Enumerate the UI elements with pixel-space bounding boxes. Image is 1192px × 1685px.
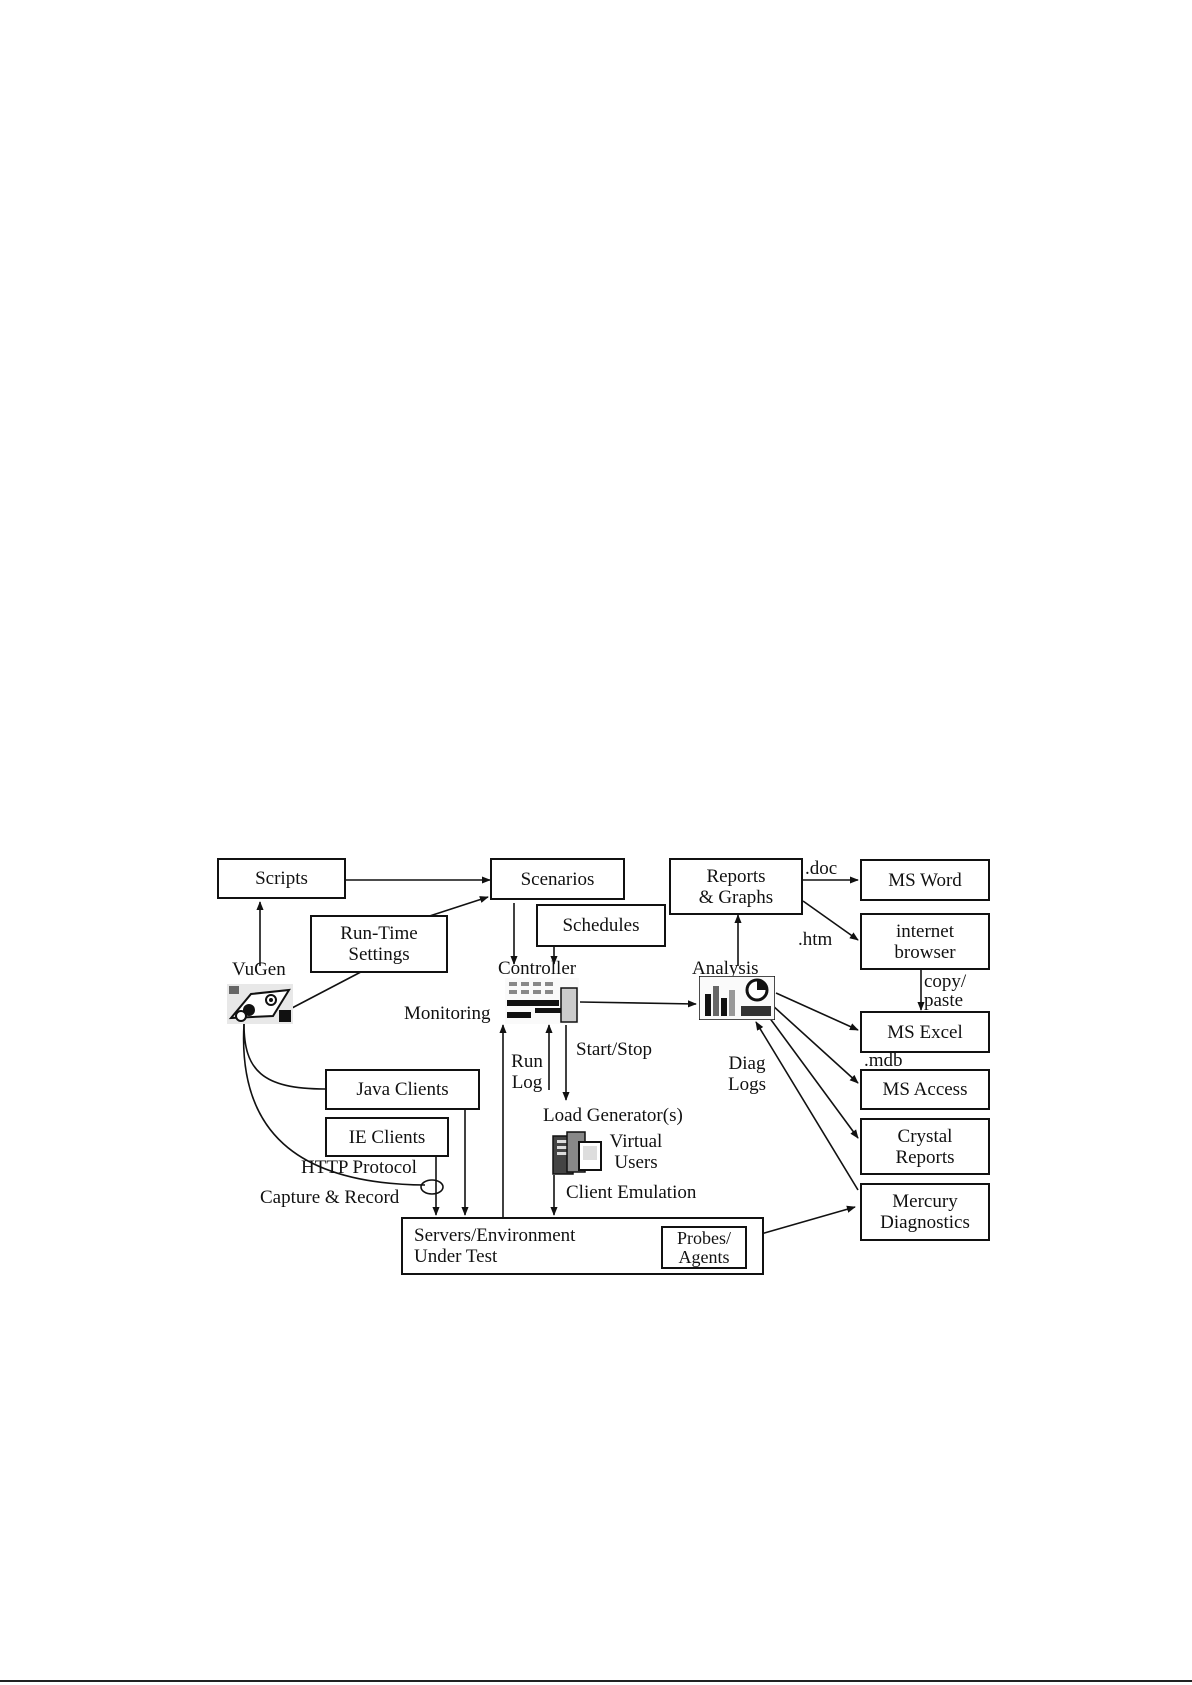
run-time-settings-box: Run-Time Settings bbox=[310, 915, 448, 973]
virtual-users-line2: Users bbox=[614, 1152, 658, 1173]
copy-paste-label: copy/ paste bbox=[924, 972, 966, 1010]
arrow-analysis-to-access bbox=[771, 1004, 859, 1084]
line-vugen-capture bbox=[242, 1023, 426, 1186]
schedules-box: Schedules bbox=[536, 904, 666, 947]
client-emulation-label: Client Emulation bbox=[566, 1182, 697, 1203]
server-icon bbox=[552, 1131, 602, 1175]
doc-label: .doc bbox=[805, 858, 838, 879]
arrow-analysis-to-crystal bbox=[765, 1012, 859, 1139]
copy-paste-line1: copy/ bbox=[924, 971, 967, 992]
diag-logs-line2: Logs bbox=[728, 1074, 766, 1095]
mercury-diagnostics-box: Mercury Diagnostics bbox=[860, 1183, 990, 1241]
arrow-analysis-to-excel bbox=[775, 992, 859, 1031]
run-log-label: Run Log bbox=[510, 1051, 544, 1093]
crystal-reports-box: Crystal Reports bbox=[860, 1118, 990, 1175]
virtual-users-line1: Virtual bbox=[609, 1131, 663, 1152]
mercury-diagnostics-line1: Mercury bbox=[892, 1191, 958, 1212]
scripts-box: Scripts bbox=[217, 858, 346, 899]
arrow-reports-to-browser bbox=[802, 900, 859, 941]
reports-graphs-box: Reports & Graphs bbox=[669, 858, 803, 915]
vugen-label: VuGen bbox=[232, 959, 286, 980]
java-clients-box: Java Clients bbox=[325, 1069, 480, 1110]
start-stop-label: Start/Stop bbox=[576, 1039, 653, 1060]
reports-graphs-label-line1: Reports bbox=[706, 865, 766, 887]
internet-browser-box: internet browser bbox=[860, 913, 990, 970]
http-protocol-label: HTTP Protocol bbox=[301, 1157, 417, 1178]
analysis-label: Analysis bbox=[692, 958, 759, 979]
java-clients-label: Java Clients bbox=[356, 1079, 449, 1100]
ms-access-label: MS Access bbox=[882, 1079, 968, 1100]
virtual-users-label: Virtual Users bbox=[604, 1131, 668, 1173]
scenarios-label: Scenarios bbox=[520, 868, 595, 890]
htm-label: .htm bbox=[798, 929, 833, 950]
probes-agents-line1: Probes/ bbox=[677, 1227, 731, 1248]
ms-word-box: MS Word bbox=[860, 859, 990, 901]
copy-paste-line2: paste bbox=[924, 990, 964, 1011]
crystal-reports-line1: Crystal bbox=[897, 1125, 953, 1147]
servers-environment-line1: Servers/Environment bbox=[414, 1225, 576, 1246]
schedules-label: Schedules bbox=[562, 915, 640, 936]
diag-logs-label: Diag Logs bbox=[725, 1053, 769, 1095]
capture-point bbox=[420, 1179, 444, 1195]
reports-graphs-label-line2: & Graphs bbox=[698, 886, 774, 908]
ms-word-label: MS Word bbox=[888, 869, 962, 891]
crystal-reports-line2: Reports bbox=[895, 1146, 955, 1168]
arrow-probes-to-diagnostics bbox=[746, 1205, 856, 1239]
mercury-diagnostics-line2: Diagnostics bbox=[880, 1212, 970, 1233]
controller-label: Controller bbox=[498, 958, 577, 979]
diag-logs-line1: Diag bbox=[728, 1053, 766, 1074]
analysis-icon bbox=[699, 976, 775, 1020]
scripts-label: Scripts bbox=[255, 868, 308, 889]
line-vugen-to-java bbox=[243, 1023, 326, 1090]
probes-agents-box: Probes/ Agents bbox=[661, 1226, 747, 1269]
mdb-label: .mdb bbox=[864, 1050, 903, 1071]
run-time-settings-line2: Settings bbox=[348, 944, 410, 965]
probes-agents-line2: Agents bbox=[678, 1246, 730, 1267]
controller-icon bbox=[505, 978, 579, 1024]
load-generators-label: Load Generator(s) bbox=[543, 1105, 683, 1126]
ie-clients-box: IE Clients bbox=[325, 1117, 449, 1157]
ms-excel-label: MS Excel bbox=[887, 1021, 963, 1043]
page-bottom-rule bbox=[0, 1680, 1192, 1682]
servers-environment-label: Servers/Environment Under Test bbox=[414, 1225, 575, 1267]
internet-browser-line1: internet bbox=[895, 920, 955, 942]
arrow-diagnostics-to-analysis bbox=[755, 1021, 859, 1191]
capture-record-label: Capture & Record bbox=[260, 1187, 400, 1208]
ie-clients-label: IE Clients bbox=[348, 1126, 426, 1148]
internet-browser-line2: browser bbox=[894, 941, 956, 963]
monitoring-label: Monitoring bbox=[404, 1003, 491, 1024]
run-time-settings-line1: Run-Time bbox=[340, 923, 418, 944]
run-log-line2: Log bbox=[511, 1072, 543, 1093]
run-log-line1: Run bbox=[511, 1051, 543, 1072]
arrow-controller-to-analysis bbox=[579, 1000, 697, 1008]
scenarios-box: Scenarios bbox=[490, 858, 625, 900]
ms-excel-box: MS Excel bbox=[860, 1011, 990, 1053]
vugen-icon bbox=[227, 984, 293, 1024]
ms-access-box: MS Access bbox=[860, 1069, 990, 1110]
servers-environment-line2: Under Test bbox=[414, 1246, 498, 1267]
